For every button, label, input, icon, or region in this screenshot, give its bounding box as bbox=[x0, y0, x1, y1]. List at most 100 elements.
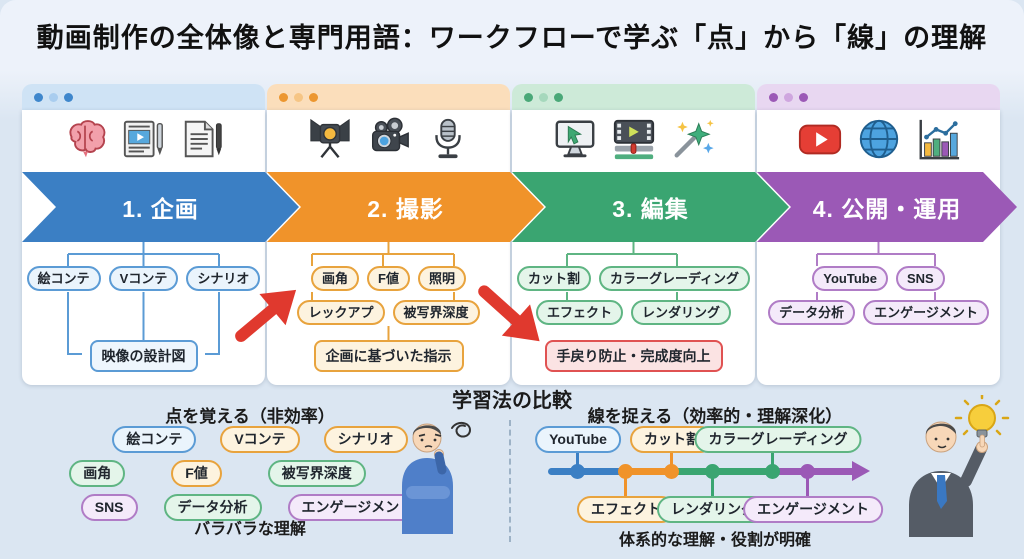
term-pill: カラーグレーディング bbox=[694, 426, 862, 453]
term-pill: Vコンテ bbox=[108, 266, 179, 291]
page-title: 動画制作の全体像と専門用語：ワークフローで学ぶ「点」から「線」の理解 bbox=[36, 23, 988, 53]
stage-icons bbox=[512, 116, 755, 162]
term-pill: 画角 bbox=[311, 266, 360, 291]
term-pill: シナリオ bbox=[323, 426, 408, 453]
term-pill: カラーグレーディング bbox=[598, 266, 751, 291]
analytics-chart-icon bbox=[919, 119, 959, 160]
window-titlebar bbox=[512, 84, 755, 110]
timeline-connector bbox=[670, 450, 673, 468]
stage-label: 1. 企画 bbox=[122, 196, 199, 222]
stage-icons bbox=[267, 116, 510, 162]
timeline-connector bbox=[806, 477, 809, 497]
window-dot bbox=[554, 92, 563, 102]
magic-wand-icon bbox=[674, 119, 714, 158]
term-pill: SNS bbox=[895, 266, 945, 291]
window-dot bbox=[34, 92, 43, 102]
term-pill: 絵コンテ bbox=[26, 266, 101, 291]
stage-label: 3. 編集 bbox=[612, 196, 689, 222]
term-pill: データ分析 bbox=[163, 494, 262, 521]
stage-icons bbox=[22, 116, 265, 162]
outcome-box: 映像の設計図 bbox=[89, 340, 198, 372]
term-pill: YouTube bbox=[535, 426, 621, 453]
timeline-dot bbox=[618, 464, 633, 479]
timeline-connector bbox=[624, 477, 627, 497]
window-dot bbox=[309, 92, 318, 102]
timeline-term: カラーグレーディング bbox=[694, 426, 862, 453]
brain-icon bbox=[69, 120, 105, 158]
video-camera-icon bbox=[371, 117, 409, 152]
stage-panel-editing: カット割 カラーグレーディング エフェクト レンダリング 手戻り防止・完成度向上 bbox=[512, 84, 755, 385]
stage-icons bbox=[757, 116, 1000, 162]
script-pen-icon bbox=[184, 120, 222, 158]
term-pill: エフェクト bbox=[535, 300, 623, 325]
term-pill: Vコンテ bbox=[220, 426, 300, 453]
term-pill: 画角 bbox=[69, 460, 126, 487]
timeline-term: エンゲージメント bbox=[743, 496, 883, 523]
timeline-block: YouTube カット割 カラーグレーディング エフェクト レンダリング エンゲ… bbox=[530, 400, 890, 555]
term-pill: エンゲージメント bbox=[863, 300, 989, 325]
timeline-dot bbox=[765, 464, 780, 479]
timeline-playhead-icon bbox=[613, 119, 654, 160]
timeline-connector bbox=[711, 477, 714, 497]
comparison-title: 学習法の比較 bbox=[452, 390, 572, 412]
stage-arrow-publishing: 4. 公開・運用 bbox=[757, 172, 1017, 242]
term-pill: F値 bbox=[171, 460, 222, 487]
timeline-term: YouTube bbox=[535, 426, 621, 453]
scatter-row: SNS データ分析 エンゲージメント bbox=[35, 494, 455, 521]
monitor-cursor-icon bbox=[555, 120, 594, 158]
term-pill: YouTube bbox=[812, 266, 888, 291]
term-pill: データ分析 bbox=[768, 300, 856, 325]
window-dot bbox=[294, 92, 303, 102]
window-titlebar bbox=[757, 84, 1000, 110]
window-dot bbox=[784, 92, 793, 102]
right-caption: 体系的な理解・役割が明確 bbox=[618, 532, 811, 549]
microphone-icon bbox=[434, 118, 461, 159]
term-pill: レックアプ bbox=[297, 300, 385, 325]
timeline-segment-green bbox=[674, 468, 775, 475]
section-divider bbox=[509, 420, 511, 542]
outcome-box: 企画に基づいた指示 bbox=[313, 340, 464, 372]
timeline-dot bbox=[570, 464, 585, 479]
stage-panel-publishing: YouTube SNS データ分析 エンゲージメント bbox=[757, 84, 1000, 385]
window-titlebar bbox=[267, 84, 510, 110]
stage-label: 4. 公開・運用 bbox=[812, 196, 962, 222]
left-caption: バラバラな理解 bbox=[194, 521, 306, 538]
window-dot bbox=[769, 92, 778, 102]
term-pill: F値 bbox=[367, 266, 410, 291]
term-pill: レンダリング bbox=[631, 300, 732, 325]
right-method-title: 線を捉える（効率的・理解深化） bbox=[587, 407, 843, 426]
stage-label: 2. 撮影 bbox=[367, 196, 444, 222]
scatter-row: 絵コンテ Vコンテ シナリオ bbox=[35, 426, 455, 453]
stage-panel-shooting: 画角 F値 照明 レックアプ 被写界深度 企画に基づいた指示 bbox=[267, 84, 510, 385]
confused-person-illustration bbox=[402, 422, 472, 534]
timeline-arrowhead-icon bbox=[852, 461, 870, 481]
window-titlebar bbox=[22, 84, 265, 110]
term-pill: 被写界深度 bbox=[267, 460, 366, 487]
window-dot bbox=[64, 92, 73, 102]
idea-person-illustration bbox=[909, 395, 1010, 537]
window-dot bbox=[49, 92, 58, 102]
stage-panel-planning: 絵コンテ Vコンテ シナリオ 映像の設計図 bbox=[22, 84, 265, 385]
globe-icon bbox=[859, 119, 898, 159]
term-row: エフェクト レンダリング bbox=[512, 300, 755, 325]
timeline-dot bbox=[705, 464, 720, 479]
timeline-dot bbox=[800, 464, 815, 479]
term-row: データ分析 エンゲージメント bbox=[757, 300, 1000, 325]
storyboard-video-icon bbox=[123, 120, 163, 158]
red-arrow-up-icon bbox=[235, 289, 297, 342]
timeline-dot bbox=[664, 464, 679, 479]
timeline-connector bbox=[771, 450, 774, 468]
scattered-terms-block: 絵コンテ Vコンテ シナリオ 画角 F値 被写界深度 SNS データ分析 エンゲ… bbox=[35, 426, 455, 528]
timeline-connector bbox=[576, 450, 579, 468]
youtube-icon bbox=[798, 124, 841, 155]
term-pill: 絵コンテ bbox=[112, 426, 197, 453]
stage-arrow-editing: 3. 編集 bbox=[512, 172, 789, 242]
lightbulb-icon bbox=[954, 395, 1010, 438]
stage-arrow-planning: 1. 企画 bbox=[22, 172, 299, 242]
window-dot bbox=[279, 92, 288, 102]
red-arrow-down-icon bbox=[478, 285, 540, 342]
window-dot bbox=[524, 92, 533, 102]
outcome-box: 手戻り防止・完成度向上 bbox=[544, 340, 723, 372]
window-dot bbox=[799, 92, 808, 102]
stage-arrow-shooting: 2. 撮影 bbox=[267, 172, 544, 242]
